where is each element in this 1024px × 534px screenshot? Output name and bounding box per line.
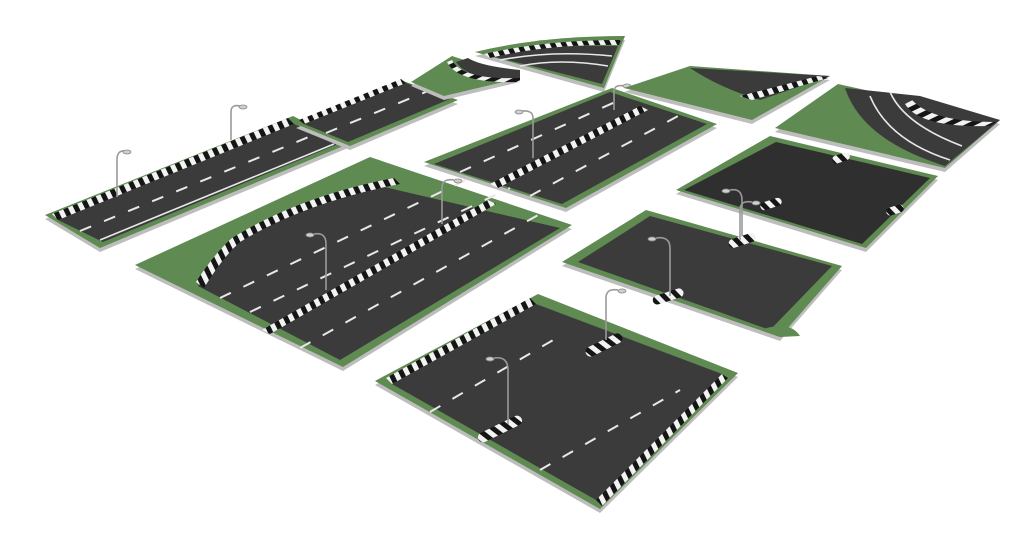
road-tile-curb	[52, 118, 294, 220]
straight-road-tile-left	[45, 104, 348, 252]
street-lamp-icon	[521, 110, 534, 158]
merge-highway-tile	[135, 157, 572, 371]
median-island	[760, 197, 782, 211]
street-lamp-icon	[613, 84, 625, 110]
median-island	[585, 333, 623, 357]
street-lamp-icon	[729, 188, 743, 238]
median-island	[728, 233, 756, 248]
street-lamp-icon	[230, 104, 241, 140]
street-lamp-icon	[739, 200, 753, 240]
median-island	[477, 415, 523, 443]
street-lamp-icon	[493, 356, 509, 424]
curve-corner-tile-small	[411, 56, 520, 100]
median-island	[652, 288, 684, 305]
ramp-tile-top	[624, 66, 830, 124]
divided-highway-tile	[424, 83, 717, 212]
curve-tile-right	[775, 84, 1000, 172]
intersection-tile-right	[676, 136, 938, 252]
intersection-tile-middle	[562, 200, 842, 341]
road-tile-asphalt	[58, 124, 338, 242]
intersection-tile-bottom	[375, 288, 738, 513]
street-lamp-icon	[655, 236, 671, 296]
median-island	[832, 152, 850, 164]
street-lamp-icon	[313, 232, 327, 290]
short-road-tile	[296, 79, 458, 150]
street-lamp-icon	[441, 178, 455, 224]
curve-tile-wide	[475, 36, 625, 92]
street-lamp-icon	[605, 288, 619, 340]
median-island	[886, 204, 904, 216]
